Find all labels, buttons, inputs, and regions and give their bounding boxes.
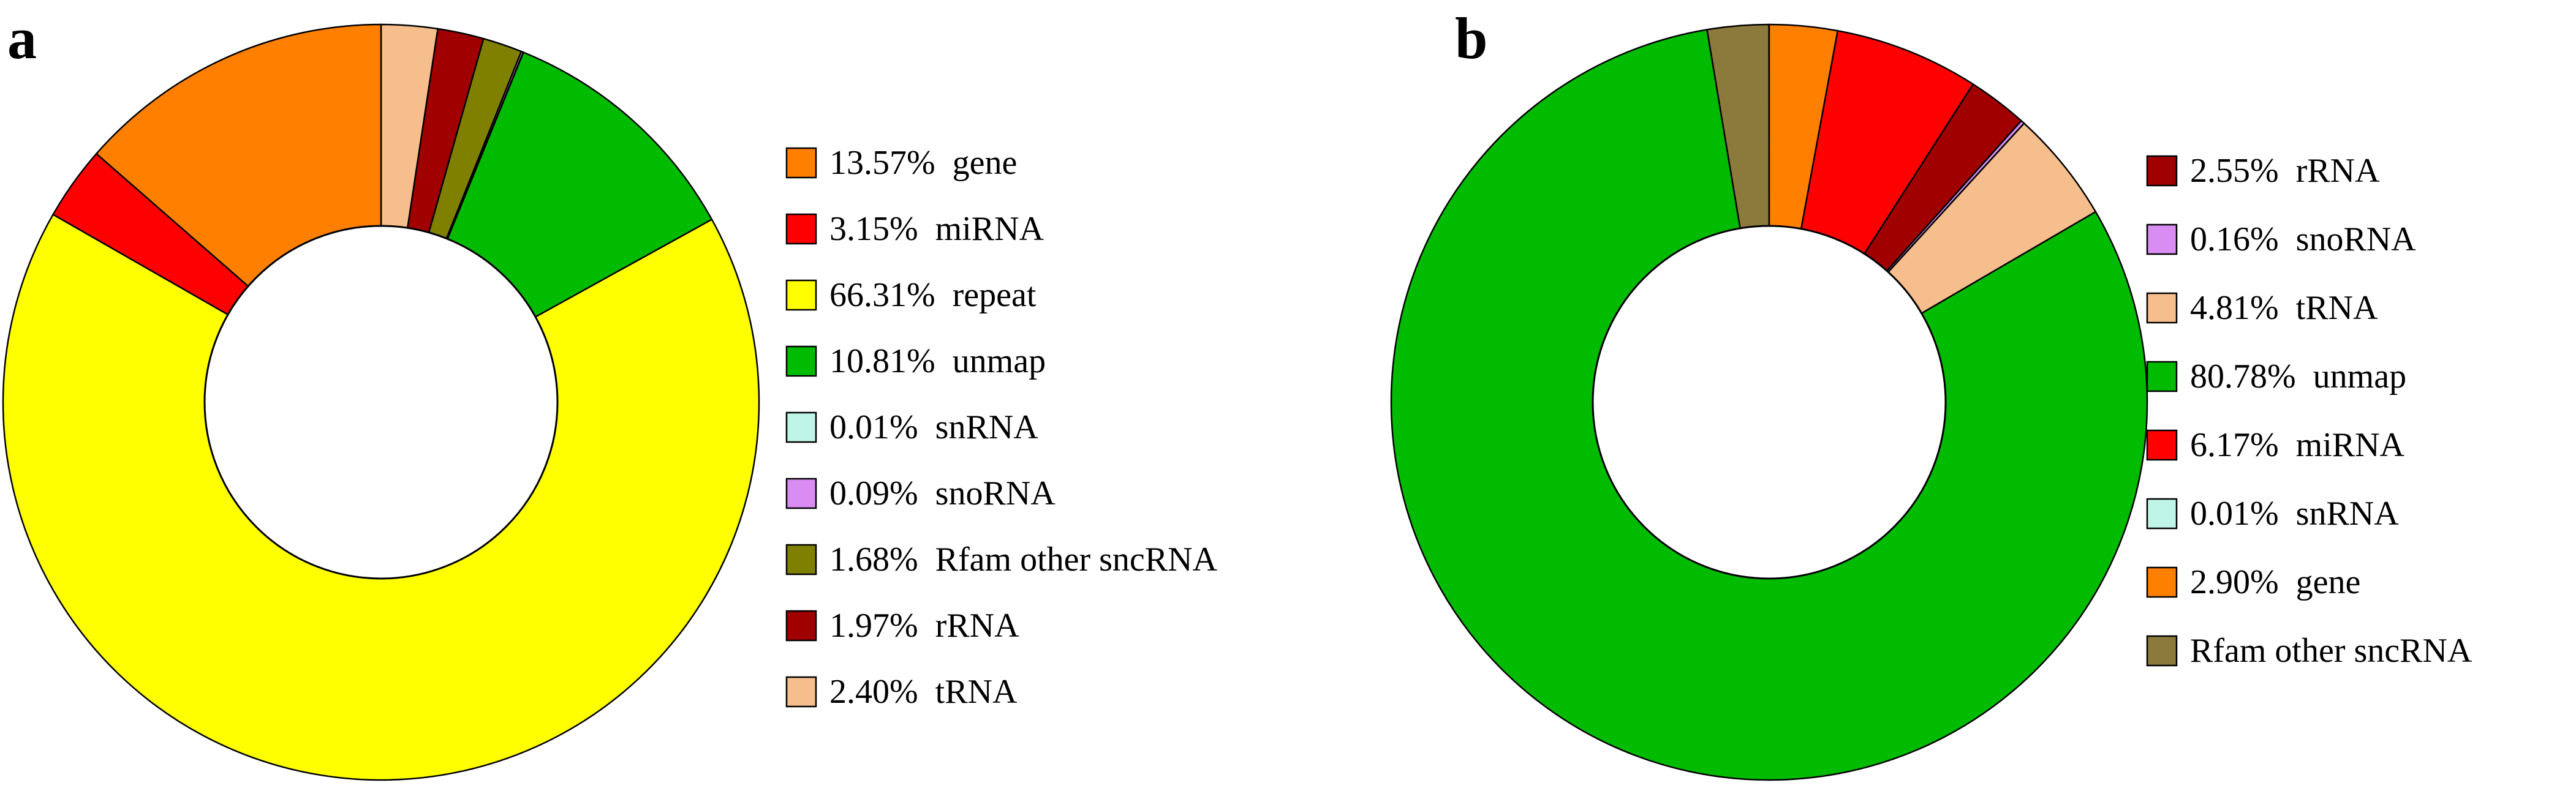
panel-a: a 13.57% gene 3.15% miRNA 66.31% repeat 10.… xyxy=(2,6,1218,781)
donut-chart-a xyxy=(2,23,760,781)
legend-swatch xyxy=(2146,566,2178,598)
legend-swatch xyxy=(785,345,817,377)
legend-item-rfam-other-sncrna: Rfam other sncRNA xyxy=(2146,632,2472,670)
panel-label-b: b xyxy=(1455,6,1487,71)
panel-b: b 2.55% rRNA 0.16% snoRNA 4.81% tRNA 80.78%… xyxy=(1390,6,2472,781)
legend-item-snrna: 0.01% snRNA xyxy=(785,408,1038,446)
legend-item-snorna: 0.09% snoRNA xyxy=(785,474,1056,512)
legend-label: 2.90% gene xyxy=(2190,563,2360,601)
legend-label: 6.17% miRNA xyxy=(2190,426,2405,464)
legend-a: 13.57% gene 3.15% miRNA 66.31% repeat 10.81… xyxy=(785,144,1218,711)
legend-swatch xyxy=(785,213,817,245)
legend-swatch xyxy=(785,147,817,179)
legend-swatch xyxy=(785,478,817,509)
legend-b: 2.55% rRNA 0.16% snoRNA 4.81% tRNA 80.78% u… xyxy=(2146,152,2472,670)
panel-label-a: a xyxy=(7,6,37,71)
legend-swatch xyxy=(2146,223,2178,255)
legend-swatch xyxy=(785,544,817,575)
donut-chart-b xyxy=(1390,23,2148,781)
legend-item-rrna: 2.55% rRNA xyxy=(2146,152,2380,190)
legend-label: Rfam other sncRNA xyxy=(2190,632,2472,670)
legend-swatch xyxy=(2146,635,2178,667)
legend-item-rrna: 1.97% rRNA xyxy=(785,607,1019,645)
legend-swatch xyxy=(785,610,817,642)
legend-item-mirna: 3.15% miRNA xyxy=(785,210,1044,248)
legend-item-trna: 4.81% tRNA xyxy=(2146,289,2378,327)
legend-swatch xyxy=(2146,429,2178,461)
legend-label: 2.55% rRNA xyxy=(2190,152,2380,190)
legend-item-snorna: 0.16% snoRNA xyxy=(2146,220,2416,258)
legend-swatch xyxy=(2146,155,2178,187)
legend-item-snrna: 0.01% snRNA xyxy=(2146,495,2399,533)
legend-item-unmap: 10.81% unmap xyxy=(785,342,1046,380)
legend-item-gene: 2.90% gene xyxy=(2146,563,2360,601)
donut-hole xyxy=(1592,225,1947,580)
legend-swatch xyxy=(785,676,817,708)
legend-label: 13.57% gene xyxy=(829,144,1017,182)
legend-label: 0.16% snoRNA xyxy=(2190,220,2416,258)
legend-label: 2.40% tRNA xyxy=(829,673,1018,711)
legend-item-trna: 2.40% tRNA xyxy=(785,673,1018,711)
legend-label: 0.01% snRNA xyxy=(2190,495,2399,533)
legend-swatch xyxy=(785,411,817,443)
legend-item-mirna: 6.17% miRNA xyxy=(2146,426,2405,464)
legend-item-gene: 13.57% gene xyxy=(785,144,1017,182)
legend-label: 0.01% snRNA xyxy=(829,408,1038,446)
legend-item-unmap: 80.78% unmap xyxy=(2146,358,2406,396)
legend-label: 0.09% snoRNA xyxy=(829,474,1056,512)
legend-swatch xyxy=(2146,361,2178,392)
legend-item-repeat: 66.31% repeat xyxy=(785,276,1037,314)
legend-swatch xyxy=(2146,292,2178,324)
legend-label: 1.68% Rfam other sncRNA xyxy=(829,541,1218,579)
legend-label: 3.15% miRNA xyxy=(829,210,1044,248)
legend-item-rfam-other-sncrna: 1.68% Rfam other sncRNA xyxy=(785,541,1218,579)
legend-label: 1.97% rRNA xyxy=(829,607,1019,645)
legend-swatch xyxy=(785,279,817,311)
legend-label: 10.81% unmap xyxy=(829,342,1046,380)
legend-label: 66.31% repeat xyxy=(829,276,1037,314)
legend-label: 80.78% unmap xyxy=(2190,358,2406,396)
legend-swatch xyxy=(2146,498,2178,530)
legend-label: 4.81% tRNA xyxy=(2190,289,2378,327)
donut-hole xyxy=(203,225,559,580)
